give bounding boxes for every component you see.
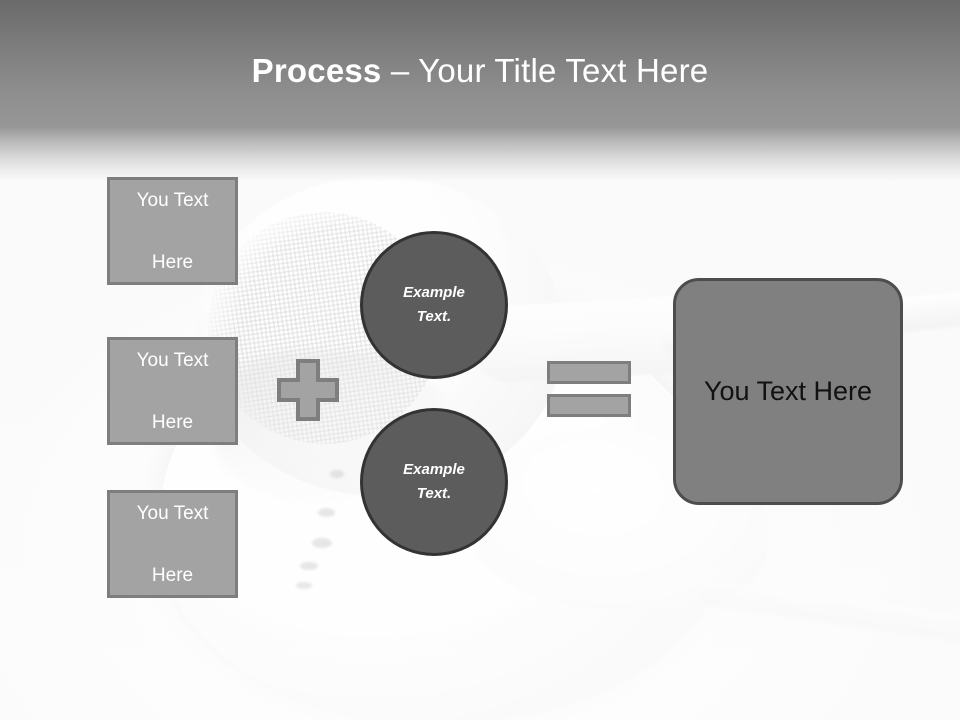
page-title: Process – Your Title Text Here	[0, 52, 960, 90]
result-box[interactable]: You Text Here	[673, 278, 903, 505]
slide-header-fade	[0, 128, 960, 182]
page-title-strong: Process	[251, 52, 382, 89]
plus-sign-icon	[276, 358, 340, 422]
slide-header-bar	[0, 0, 960, 128]
result-box-label: You Text Here	[703, 376, 873, 406]
page-title-rest: – Your Title Text Here	[381, 52, 709, 89]
equals-bar-bottom	[547, 394, 631, 417]
equals-sign-icon	[547, 361, 631, 417]
equals-bar-top	[547, 361, 631, 384]
